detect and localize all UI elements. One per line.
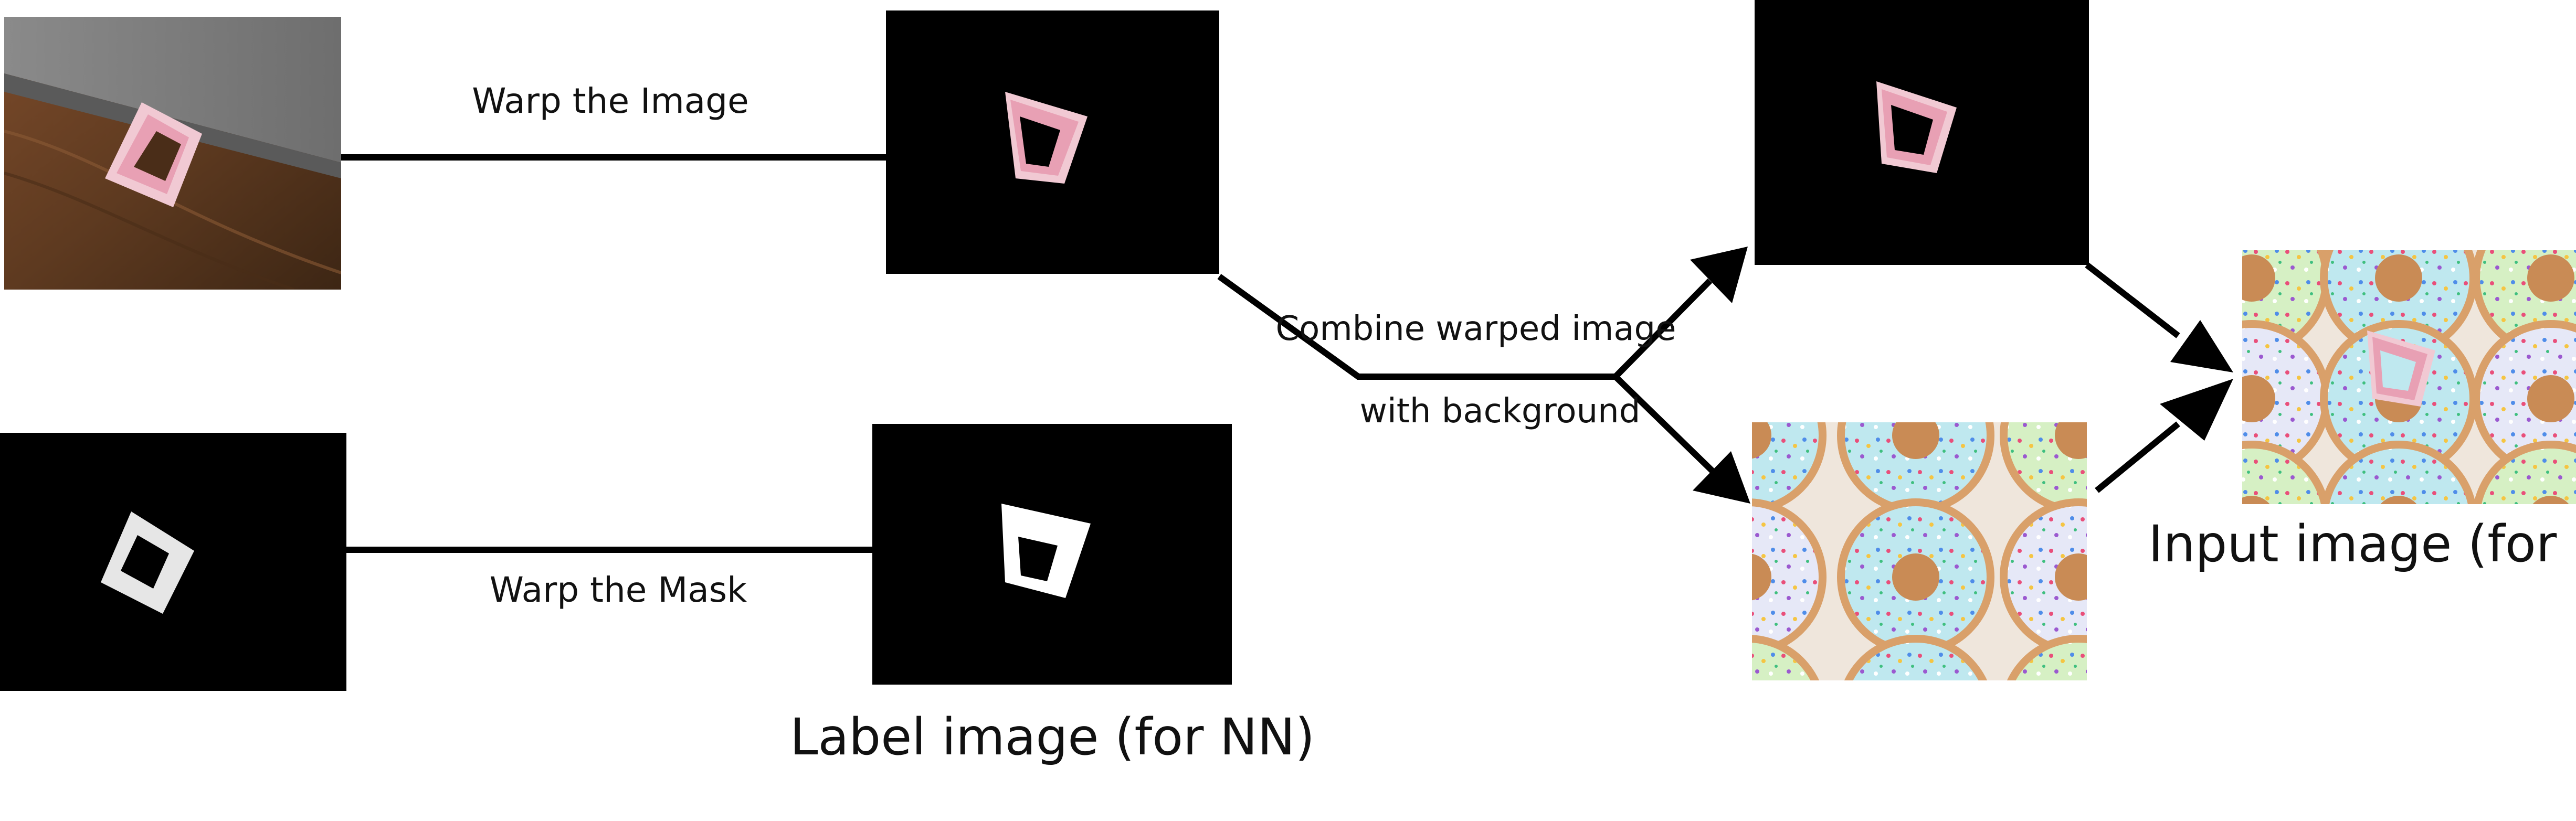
arrow-to-input-bottom-icon (2160, 379, 2233, 441)
warped-marker-icon (1005, 92, 1088, 184)
branch-down-line (1613, 374, 1719, 477)
input-image (2242, 250, 2576, 504)
warped-to-input-line (2085, 262, 2180, 338)
marker-icon (105, 102, 202, 207)
arrow-down-icon (1693, 451, 1750, 504)
label-image-caption: Label image (for NN) (790, 708, 1315, 766)
arrows (1690, 247, 2233, 504)
background-image (1752, 422, 2087, 680)
combine-line (1217, 274, 1616, 380)
warped-copy-panel (1755, 0, 2089, 265)
input-image-caption: Input image (for NN) (2148, 515, 2576, 573)
mask-square-icon (101, 511, 194, 614)
warped-image-panel (886, 10, 1219, 274)
combined-marker-icon (2367, 330, 2435, 407)
arrow-to-input-top-icon (2170, 320, 2233, 372)
branch-up-line (1613, 278, 1713, 379)
label-image-panel (872, 424, 1232, 685)
warped-copy-marker-icon (1876, 81, 1957, 173)
connectors (341, 154, 2180, 553)
bg-to-input-line (2095, 421, 2180, 493)
warp-mask-label: Warp the Mask (490, 570, 748, 610)
source-photo (4, 17, 341, 290)
warped-mask-icon (1001, 504, 1091, 598)
mask-panel (0, 433, 346, 691)
combine-label-line2: with background (1360, 392, 1641, 431)
warp-image-label: Warp the Image (472, 81, 748, 121)
arrow-up-icon (1690, 247, 1748, 303)
combine-label-line1: Combine warped image (1275, 310, 1676, 348)
